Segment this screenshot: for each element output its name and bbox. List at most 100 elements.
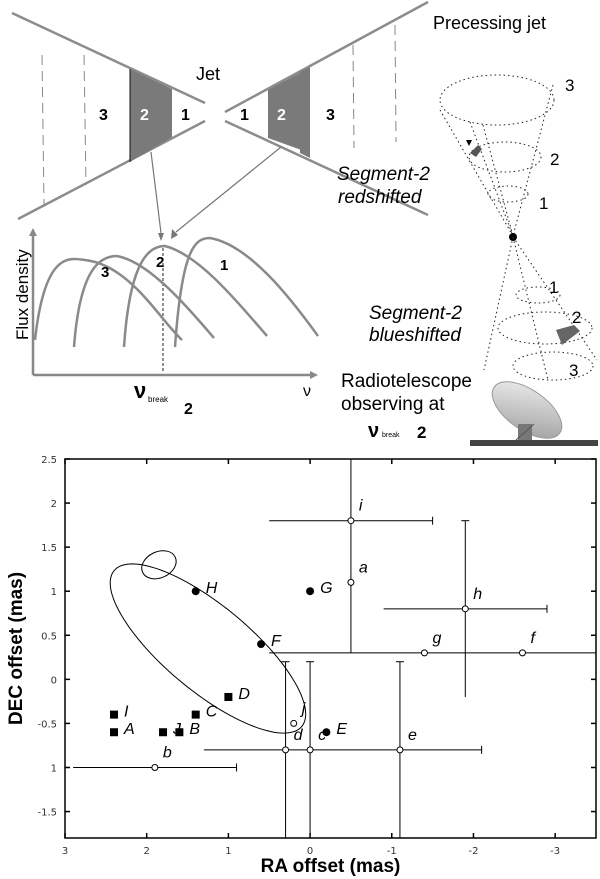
cone-label-lower-2: 2 [572,308,581,327]
point-label-E: E [336,721,347,738]
curve-label-3: 3 [101,264,109,281]
point-label-j: j [300,700,306,717]
jet-label: Jet [196,64,220,84]
point-e [396,746,404,754]
point-label-A: A [123,721,135,738]
point-I [110,710,119,719]
flux-density-axis-label: Flux density [13,249,32,340]
point-a [347,578,355,586]
point-G [306,587,315,596]
arrow-left-to-spectrum [150,151,162,234]
right-segment-label-1: 1 [240,107,249,124]
nu-axis-label: ν [303,383,311,400]
point-h [461,605,469,613]
point-label-e: e [408,727,417,744]
point-d [282,746,290,754]
svg-text:break: break [148,395,169,404]
point-label-H: H [206,580,218,597]
spectrum-curve-4 [33,257,183,341]
point-label-b: b [163,744,172,761]
right-segment-label-3: 3 [326,107,335,124]
y-tick-label: 1 [51,763,57,774]
lower-segment-2-patch [556,325,580,345]
x-tick-label: 3 [62,846,68,857]
left-segment-2 [130,69,172,162]
right-segment-label-2: 2 [277,107,286,124]
blueshift-label-line1: Segment-2 [369,303,462,324]
y-tick-label: 2.5 [41,455,57,466]
point-D [224,692,233,701]
y-tick-label: 0 [51,675,57,686]
cone-label-lower-1: 1 [549,278,558,297]
x-axis-label: RA offset (mas) [261,856,401,877]
y-tick-label: 2 [51,499,57,510]
point-J [159,728,168,737]
precessing-jet-title: Precessing jet [433,13,546,33]
y-tick-label: -1.5 [37,808,57,819]
jet-diagram: Jet 3 2 1 1 2 3 Flux density ν 3 2 1 ν b… [11,0,598,446]
redshift-label-line2: redshifted [338,187,423,208]
point-f [518,649,526,657]
fit-ellipse-curve [109,563,307,734]
cone-label-upper-3: 3 [565,76,574,95]
y-axis-label: DEC offset (mas) [6,572,27,725]
point-label-G: G [320,580,332,597]
point-j [290,719,298,727]
telescope-nu-break-label: ν break 2 [368,420,426,442]
point-g [420,649,428,657]
point-label-J: J [172,721,182,738]
curve-label-2: 2 [156,254,164,271]
x-tick-label: -2 [468,846,478,857]
point-F [257,640,266,649]
arrow-right-to-spectrum [175,146,282,233]
left-jet-cone [11,11,206,221]
cone-label-upper-1: 1 [539,194,548,213]
point-label-c: c [318,727,326,744]
spectrum-curve-2 [122,244,268,348]
svg-text:2: 2 [417,423,426,442]
precessing-cone-upper [439,74,555,237]
svg-text:2: 2 [184,401,193,418]
svg-text:ν: ν [134,378,146,403]
telescope-label-line2: observing at [341,394,445,415]
left-segment-label-2: 2 [140,107,149,124]
point-label-F: F [271,633,282,650]
point-label-D: D [238,686,250,703]
blueshift-label-line2: blueshifted [369,325,462,346]
right-jet-cone [224,0,429,217]
left-segment-label-3: 3 [99,107,108,124]
spectrum-curve-1 [173,236,320,348]
point-label-I: I [124,704,129,721]
point-label-C: C [206,704,218,721]
point-label-i: i [359,498,363,515]
point-label-a: a [359,559,368,576]
cone-label-upper-2: 2 [550,150,559,169]
x-tick-label: 2 [144,846,150,857]
plot-frame [64,458,597,839]
point-C [191,710,200,719]
beam-ellipse [141,550,177,580]
point-E [322,728,331,737]
x-tick-label: -1 [387,846,397,857]
point-i [347,517,355,525]
point-A [110,728,119,737]
spectrum-plot [29,228,320,379]
y-tick-label: -0.5 [37,719,57,730]
point-label-f: f [530,630,536,647]
x-tick-label: 0 [307,846,313,857]
svg-text:break: break [382,432,400,439]
precession-arrow-icon [466,140,472,146]
telescope-label-line1: Radiotelescope [341,371,472,392]
left-segment-label-1: 1 [181,107,190,124]
point-b [151,763,159,771]
spectrum-curve-3 [72,254,215,348]
y-tick-label: 0.5 [41,631,57,642]
point-label-B: B [189,721,200,738]
point-H [191,587,200,596]
svg-text:ν: ν [368,420,379,442]
nu-break-label: ν break 2 [134,378,193,418]
redshift-label-line1: Segment-2 [337,164,430,185]
point-B [175,728,184,737]
x-tick-label: 1 [225,846,231,857]
